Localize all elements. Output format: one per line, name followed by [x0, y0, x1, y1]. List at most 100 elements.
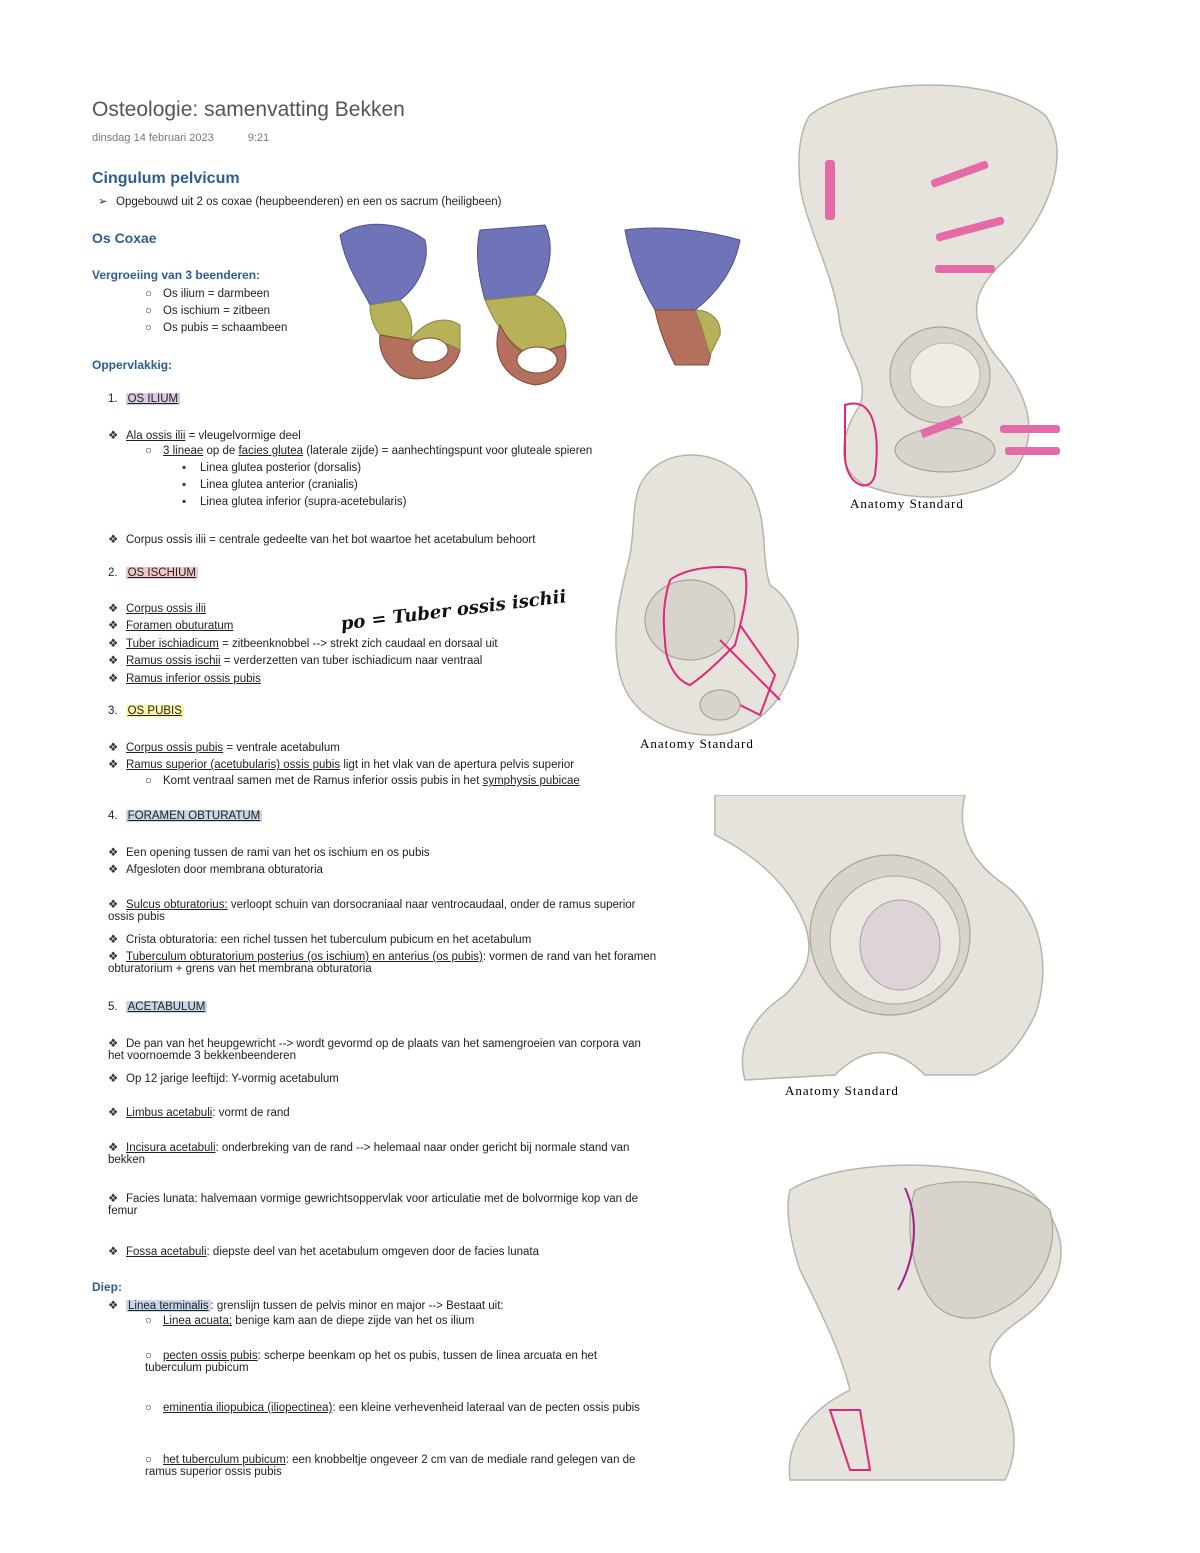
diamond-bullet-icon: ❖ [108, 759, 119, 771]
ala-rest: = vleugelvormige deel [185, 430, 301, 442]
diamond-bullet-icon: ❖ [108, 1193, 119, 1205]
acetabulum-text: : onderbreking van de rand --> helemaal … [108, 1142, 630, 1166]
diep-rest: benige kam aan de diepe zijde van het os… [232, 1315, 475, 1327]
pubis-sub-text: Komt ventraal samen met de Ramus inferio… [163, 775, 483, 787]
acetabulum-item: ❖Facies lunata: halvemaan vormige gewric… [108, 1191, 653, 1217]
pubis-item: ❖ Corpus ossis pubis = ventrale acetabulu… [108, 740, 340, 754]
obturatum-item: ❖Tuberculum obturatorium posterius (os i… [108, 949, 663, 975]
square-bullet-icon: ▪ [182, 462, 187, 474]
circle-bullet-icon: ○ [145, 1454, 152, 1466]
ischium-term: Ramus inferior ossis pubis [126, 673, 261, 685]
diamond-bullet-icon: ❖ [108, 847, 119, 859]
circle-bullet-icon: ○ [145, 445, 152, 457]
diamond-bullet-icon: ❖ [108, 951, 119, 963]
pubis-term: Corpus ossis pubis [126, 742, 224, 754]
section-number: 4. [108, 810, 118, 822]
section-number: 5. [108, 1001, 118, 1013]
heading-diep: Diep: [92, 1280, 122, 1294]
lineae-sub-item: ▪ Linea glutea inferior (supra-acetebular… [182, 496, 406, 508]
ischium-term: Foramen obuturatum [126, 620, 234, 632]
obturatum-text: Een opening tussen de rami van het os is… [126, 847, 430, 859]
diamond-bullet-icon: ❖ [108, 1300, 119, 1312]
diamond-bullet-icon: ❖ [108, 1107, 119, 1119]
linea-term: Linea terminalis [126, 1300, 211, 1312]
acetabulum-item: ❖De pan van het heupgewricht --> wordt g… [108, 1036, 648, 1062]
facies-glutea-term: facies glutea [238, 445, 304, 457]
diep-term: het tuberculum pubicum [163, 1454, 286, 1466]
circle-bullet-icon: ○ [145, 322, 152, 334]
lineae-sub-text: Linea glutea inferior (supra-acetebulari… [200, 496, 407, 508]
linea-terminalis-item: ❖ Linea terminalis: grenslijn tussen de p… [108, 1298, 504, 1312]
diamond-bullet-icon: ❖ [108, 1073, 119, 1085]
acetabulum-oblique-view-image: Anatomy Standard [615, 454, 799, 750]
diep-rest: : een knobbeltje ongeveer 2 cm van de me… [145, 1454, 636, 1478]
section-os-ischium: 2. OS ISCHIUM [108, 567, 198, 579]
corpus-ilii-text: Corpus ossis ilii = centrale gedeelte va… [126, 534, 536, 546]
diep-term: pecten ossis pubis [163, 1350, 258, 1362]
acetabulum-text: De pan van het heupgewricht --> wordt ge… [108, 1038, 641, 1062]
section-label: FORAMEN OBTURATUM [125, 810, 263, 822]
pubis-rest: ligt in het vlak van de apertura pelvis … [340, 759, 575, 771]
diep-term: eminentia iliopubica (iliopectinea) [163, 1402, 333, 1414]
handwritten-note: po = Tuber ossis ischii [339, 586, 568, 635]
vergroeiing-item: ○ Os ilium = darmbeen [145, 288, 269, 300]
ischium-item: ❖Corpus ossis ilii [108, 601, 206, 615]
ischium-item: ❖Tuber ischiadicum = zitbeenknobbel --> … [108, 636, 498, 650]
pubis-rest: = ventrale acetabulum [223, 742, 340, 754]
pubis-sub-item: ○ Komt ventraal samen met de Ramus inferi… [145, 775, 580, 787]
diamond-bullet-icon: ❖ [108, 534, 119, 546]
section-acetabulum: 5. ACETABULUM [108, 1001, 208, 1013]
vergroeiing-text: Os ilium = darmbeen [163, 288, 270, 300]
ala-term: Ala ossis ilii [126, 430, 186, 442]
ischium-item: ❖Ramus ossis ischii = verderzetten van t… [108, 653, 482, 667]
ischium-term: Ramus ossis ischii [126, 655, 221, 667]
section-label: OS PUBIS [125, 705, 184, 717]
obturatum-item: ❖Sulcus obturatorius: verloopt schuin va… [108, 897, 663, 923]
diep-item: ○pecten ossis pubis: scherpe beenkam op … [145, 1350, 655, 1374]
ischium-rest: = zitbeenknobbel --> strekt zich caudaal… [218, 638, 498, 650]
diamond-bullet-icon: ❖ [108, 1142, 119, 1154]
pubis-item: ❖Ramus superior (acetubularis) ossis pub… [108, 757, 574, 771]
lineae-sub-item: ▪Linea glutea anterior (cranialis) [182, 479, 358, 491]
limbus-term: Limbus acetabuli [126, 1107, 213, 1119]
square-bullet-icon: ▪ [182, 496, 187, 508]
obturatum-text: verloopt schuin van dorsocraniaal naar v… [108, 899, 636, 923]
acetabulum-item: ❖ Limbus acetabuli: vormt de rand [108, 1105, 290, 1119]
acetabulum-text: : vormt de rand [212, 1107, 290, 1119]
section-foramen-obturatum: 4. FORAMEN OBTURATUM [108, 810, 263, 822]
ischium-item: ❖Ramus inferior ossis pubis [108, 671, 261, 685]
circle-bullet-icon: ○ [145, 288, 152, 300]
vergroeiing-item: ○ Os pubis = schaambeen [145, 322, 287, 334]
acetabulum-text: Facies lunata: halvemaan vormige gewrich… [108, 1193, 639, 1217]
heading-cingulum: Cingulum pelvicum [92, 170, 240, 187]
ischium-term: Tuber ischiadicum [126, 638, 219, 650]
circle-bullet-icon: ○ [145, 775, 152, 787]
acetabulum-item: ❖Incisura acetabuli: onderbreking van de… [108, 1140, 648, 1166]
lineae-term: 3 lineae [163, 445, 204, 457]
linea-rest: : grenslijn tussen de pelvis minor en ma… [210, 1300, 504, 1312]
section-os-pubis: 3.OS PUBIS [108, 705, 184, 717]
diamond-bullet-icon: ❖ [108, 620, 119, 632]
lineae-item: ○ 3 lineae op de facies glutea (laterale … [145, 445, 592, 457]
section-number: 1. [108, 393, 118, 405]
diamond-bullet-icon: ❖ [108, 430, 119, 442]
diep-term: Linea acuata; [163, 1315, 233, 1327]
diamond-bullet-icon: ❖ [108, 742, 119, 754]
acetabulum-text: : diepste deel van het acetabulum omgeve… [206, 1246, 539, 1258]
diamond-bullet-icon: ❖ [108, 1038, 119, 1050]
diamond-bullet-icon: ❖ [108, 899, 119, 911]
time-text: 9:21 [247, 132, 270, 144]
vergroeiing-text: Os pubis = schaambeen [163, 322, 288, 334]
lineae-sub-text: Linea glutea anterior (cranialis) [200, 479, 358, 491]
vergroeiing-item: ○Os ischium = zitbeen [145, 305, 270, 317]
circle-bullet-icon: ○ [145, 1350, 152, 1362]
section-number: 2. [108, 567, 118, 579]
cingulum-item: ➢Opgebouwd uit 2 os coxae (heupbeenderen… [98, 194, 502, 208]
lineae-text: (laterale zijde) = aanhechtingspunt voor… [303, 445, 593, 457]
section-label: ACETABULUM [125, 1001, 208, 1013]
obturatum-item: ❖Crista obturatoria: een richel tussen h… [108, 932, 531, 946]
acetabulum-item: ❖Op 12 jarige leeftijd: Y-vormig acetabu… [108, 1071, 339, 1085]
lineae-text: op de [203, 445, 239, 457]
section-label: OS ISCHIUM [125, 567, 198, 579]
